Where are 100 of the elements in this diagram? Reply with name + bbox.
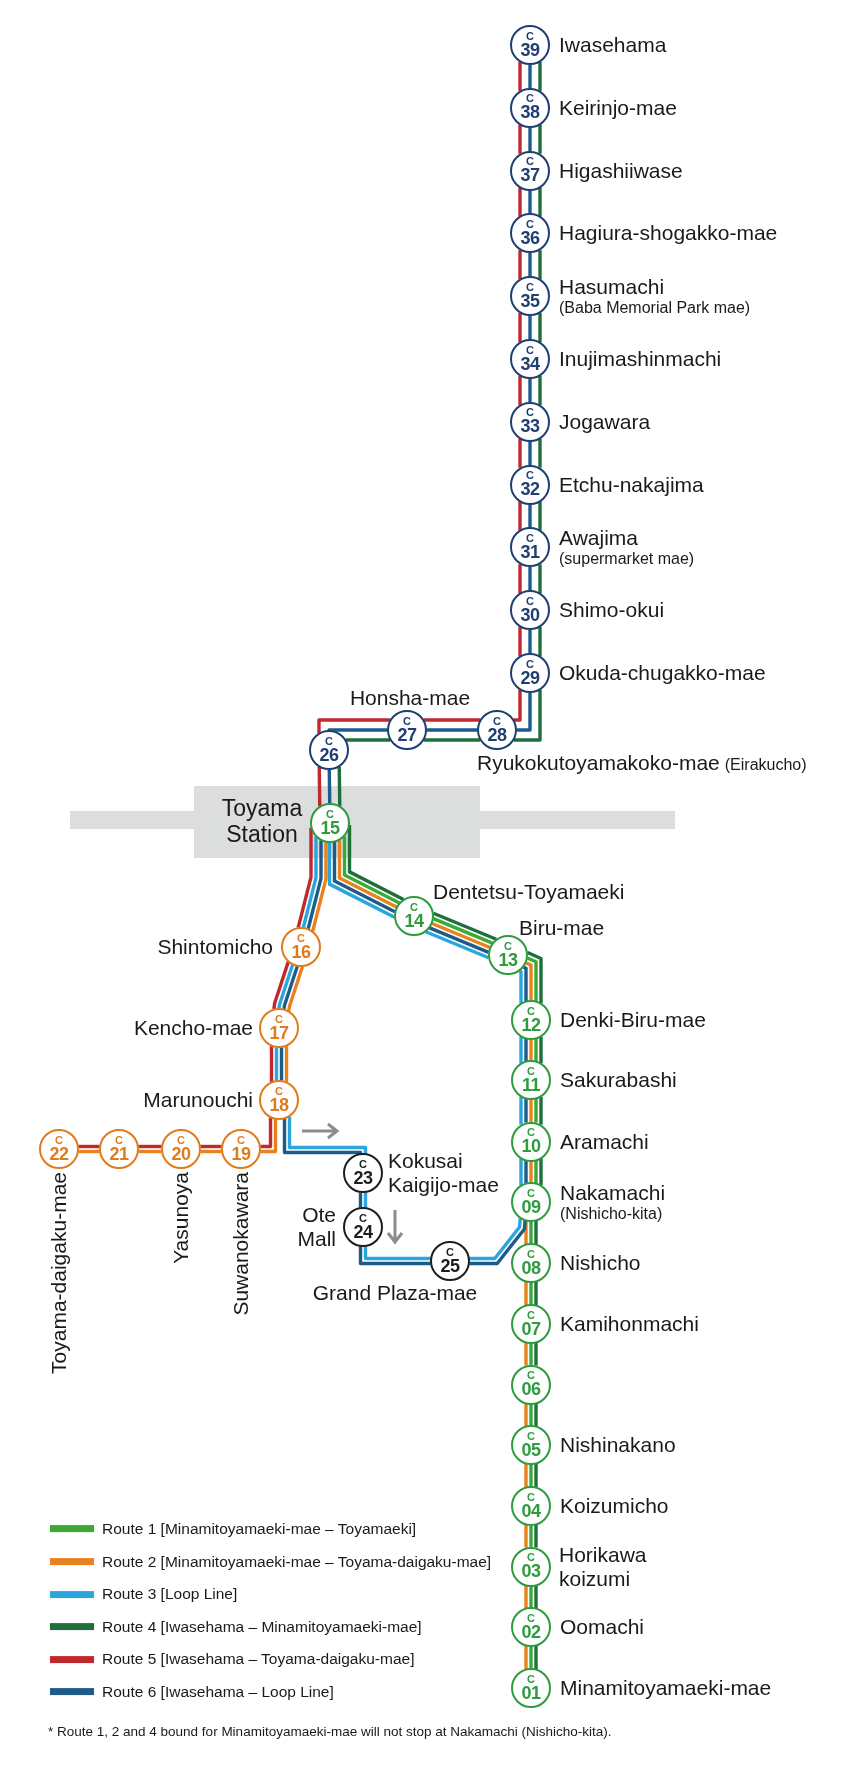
route-line xyxy=(519,1096,523,1125)
station-marker xyxy=(511,1000,551,1040)
station-marker xyxy=(343,1207,383,1247)
station-marker xyxy=(221,1129,261,1169)
line-code: C xyxy=(526,93,534,105)
route-line xyxy=(200,1149,222,1154)
route-line xyxy=(529,1039,533,1061)
station-marker xyxy=(510,401,550,442)
route-line xyxy=(528,441,532,465)
station-marker xyxy=(511,1668,551,1708)
station-marker xyxy=(510,653,550,693)
line-code: C xyxy=(526,532,534,544)
route-line xyxy=(524,1220,528,1245)
route-line xyxy=(524,1403,528,1427)
station-number: 09 xyxy=(521,1197,541,1216)
station-name: Yasunoya xyxy=(169,1172,193,1264)
station-marker xyxy=(510,590,550,631)
station-marker xyxy=(511,1425,551,1465)
route-line xyxy=(528,378,532,403)
station-name: Minamitoyamaeki-mae xyxy=(560,1676,772,1700)
line-code: C xyxy=(527,1005,535,1017)
route-line xyxy=(539,1158,543,1186)
station-name: Etchu-nakajima xyxy=(559,472,704,497)
route-line xyxy=(287,966,305,1012)
station-subname: (Baba Memorial Park mae) xyxy=(559,299,751,317)
station-subname: (Nishicho-kita) xyxy=(560,1204,663,1223)
route-line xyxy=(524,1281,528,1306)
station-name: Awajima xyxy=(559,526,638,551)
route-line xyxy=(528,629,532,654)
station-name: Okuda-chugakko-mae xyxy=(559,661,766,685)
route-line xyxy=(426,728,478,732)
line-code: C xyxy=(527,1491,535,1503)
station-marker xyxy=(510,213,550,254)
station-marker xyxy=(430,1241,470,1281)
route-line xyxy=(526,951,543,1004)
station-name: Aramachi xyxy=(560,1129,649,1154)
station-number: 30 xyxy=(520,605,540,624)
route-line xyxy=(534,1403,538,1427)
line-code: C xyxy=(527,1127,535,1138)
route-line xyxy=(528,253,532,277)
station-name: Dentetsu-Toyamaeki xyxy=(433,880,625,904)
line-code: C xyxy=(527,1612,535,1624)
route-line xyxy=(538,124,542,154)
route-line xyxy=(518,61,522,91)
route-line xyxy=(272,961,290,1010)
route-line xyxy=(518,313,522,343)
line-code: C xyxy=(526,470,534,482)
station-marker xyxy=(511,1182,551,1222)
line-code: C xyxy=(297,932,305,944)
route-line xyxy=(432,911,497,941)
route-line xyxy=(277,964,295,1009)
route-line xyxy=(138,1144,162,1149)
station-number: 08 xyxy=(521,1258,541,1277)
station-name: Nakamachi xyxy=(560,1181,666,1205)
route-line xyxy=(538,375,542,405)
line-code: C xyxy=(526,156,534,168)
line-code: C xyxy=(527,1187,535,1199)
station-marker xyxy=(477,710,517,750)
route-line xyxy=(337,766,342,807)
line-code: C xyxy=(526,595,534,607)
route-line xyxy=(534,1160,538,1184)
station-number: 23 xyxy=(353,1168,373,1187)
route-line xyxy=(539,1096,543,1125)
route-line xyxy=(524,1098,528,1123)
station-marker xyxy=(510,464,550,505)
route-line xyxy=(519,1036,523,1064)
station-number: 15 xyxy=(320,818,340,837)
station-number: 26 xyxy=(319,745,339,764)
route-line xyxy=(513,689,522,722)
station-subname: (supermarket mae) xyxy=(559,550,695,569)
station-name: Shimo-okui xyxy=(559,598,665,622)
station-name: Koizumicho xyxy=(560,1494,669,1518)
route-line xyxy=(529,1099,533,1122)
legend-label: Route 3 [Loop Line] xyxy=(102,1585,238,1604)
station-marker xyxy=(511,1243,551,1283)
line-code: C xyxy=(237,1134,245,1146)
route-line xyxy=(358,1246,431,1266)
route-line xyxy=(327,769,332,804)
station-name: Ryukokutoyamakoko-mae xyxy=(477,751,720,775)
line-code: C xyxy=(527,1248,535,1260)
station-number: 17 xyxy=(269,1023,289,1042)
route-line xyxy=(518,124,522,154)
route-line xyxy=(524,1342,528,1366)
station-number: 35 xyxy=(520,291,540,310)
route-line xyxy=(529,1404,533,1426)
route-line xyxy=(529,1161,533,1183)
legend-label: Route 6 [Iwasehama – Loop Line] xyxy=(102,1683,334,1701)
route-line xyxy=(524,1585,528,1609)
route-line xyxy=(423,738,481,742)
route-line xyxy=(534,1524,538,1548)
line-code: C xyxy=(359,1212,367,1224)
station-marker xyxy=(259,1008,299,1048)
line-code: C xyxy=(526,658,534,670)
route-line xyxy=(347,825,405,901)
station-name: Toyama-daigaku-mae xyxy=(47,1172,71,1374)
station-marker xyxy=(343,1153,383,1193)
route-line xyxy=(538,438,542,468)
station-marker xyxy=(281,927,321,967)
station-number: 20 xyxy=(171,1144,191,1163)
route-line xyxy=(528,315,532,340)
